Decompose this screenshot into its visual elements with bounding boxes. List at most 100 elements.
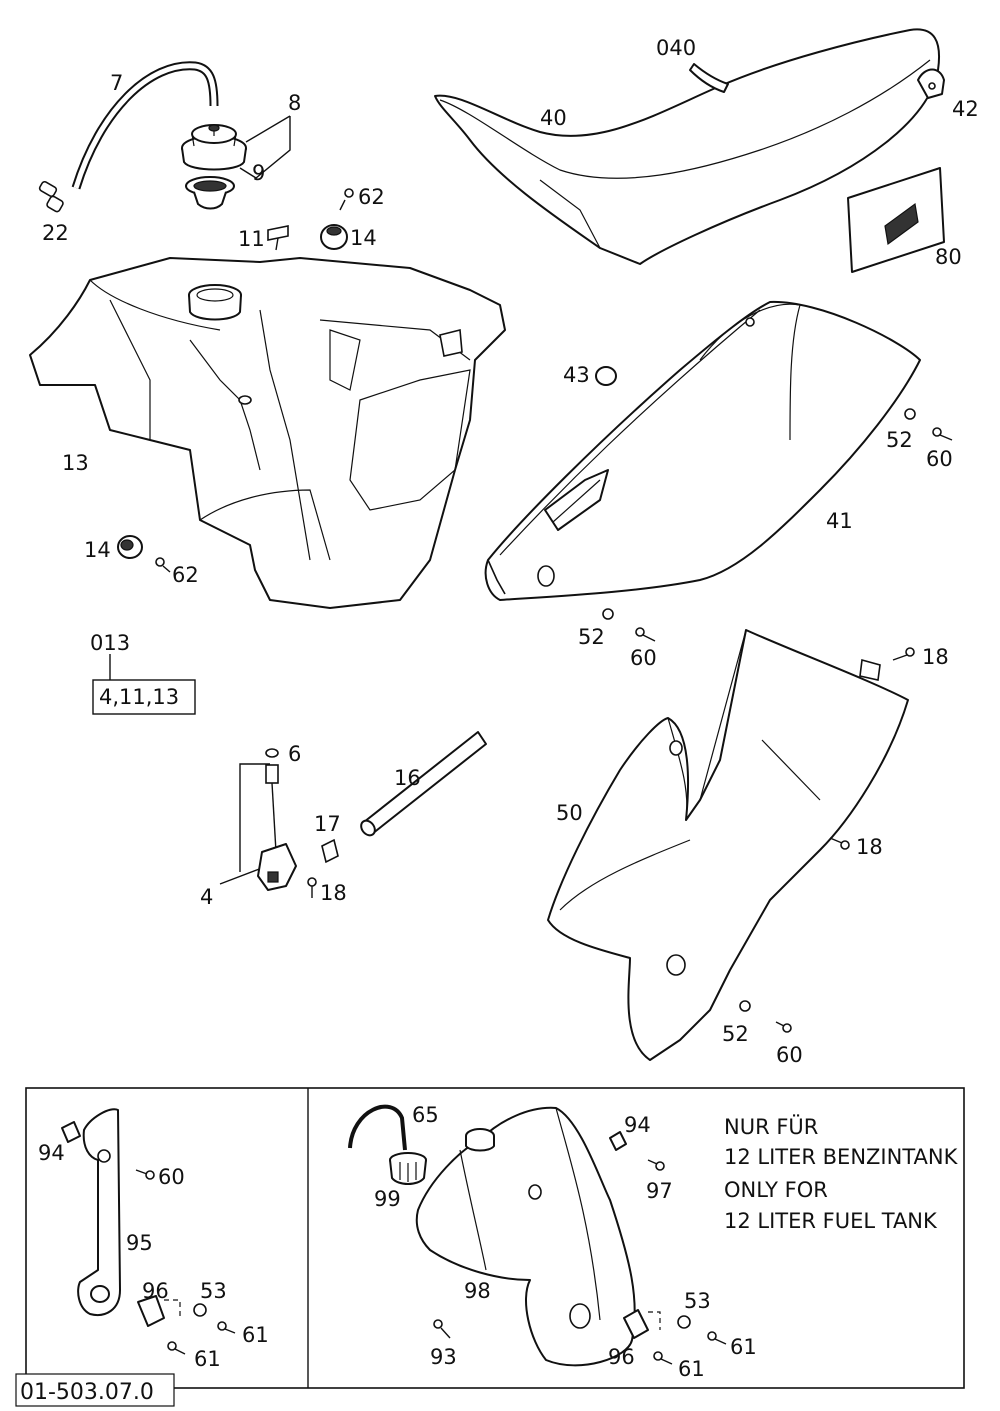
note-line-2: 12 LITER BENZINTANK <box>724 1145 959 1169</box>
label-61-right-a: 61 <box>730 1335 757 1359</box>
part-4-fuel-tap <box>219 748 297 891</box>
label-013: 013 <box>90 631 130 655</box>
part-18-bolt-mid-right <box>829 837 850 850</box>
part-94-nut-left <box>61 1121 81 1143</box>
label-4: 4 <box>200 885 213 909</box>
part-41-side-cover-upper <box>484 300 921 601</box>
part-52-washer-upper <box>904 408 916 420</box>
label-53-left: 53 <box>200 1279 227 1303</box>
label-11: 11 <box>238 227 265 251</box>
label-14-lower: 14 <box>84 538 111 562</box>
label-42: 42 <box>952 97 979 121</box>
part-60-bolt-mid <box>635 627 656 642</box>
label-41: 41 <box>826 509 853 533</box>
part-13-fuel-tank <box>29 257 506 609</box>
part-61-bolt-left-b <box>167 1341 186 1355</box>
label-65: 65 <box>412 1103 439 1127</box>
label-8: 8 <box>288 91 301 115</box>
label-9: 9 <box>252 161 265 185</box>
part-60-bolt-left <box>135 1169 155 1180</box>
part-99-cap <box>389 1152 427 1185</box>
label-14-top: 14 <box>350 226 377 250</box>
label-18-mid-right: 18 <box>856 835 883 859</box>
part-40-seat <box>434 28 945 265</box>
label-52-mid: 52 <box>578 625 605 649</box>
label-97: 97 <box>646 1179 673 1203</box>
label-93: 93 <box>430 1345 457 1369</box>
label-50: 50 <box>556 801 583 825</box>
part-11-bolt <box>267 225 289 251</box>
drawing-code-box <box>15 1373 175 1407</box>
label-62-top: 62 <box>358 185 385 209</box>
part-53-washer-left <box>193 1303 207 1317</box>
part-95-bracket <box>77 1108 121 1316</box>
note-line-3: ONLY FOR <box>724 1178 828 1202</box>
label-kit-contents: 4,11,13 <box>99 685 179 709</box>
part-60-bolt-lower <box>775 1021 792 1033</box>
label-99: 99 <box>374 1187 401 1211</box>
label-040: 040 <box>656 36 696 60</box>
part-96-clip-right <box>623 1309 661 1339</box>
label-95: 95 <box>126 1231 153 1255</box>
label-18-tap: 18 <box>320 881 347 905</box>
part-96-clip-left <box>137 1295 181 1327</box>
part-17-clip <box>321 838 339 864</box>
detail-frame <box>25 1087 965 1389</box>
label-96-left: 96 <box>142 1279 169 1303</box>
part-14-bush-lower <box>117 535 143 559</box>
label-60-upper: 60 <box>926 447 953 471</box>
callout-labels: 7 8 9 22 62 11 14 040 40 42 80 13 14 62 … <box>38 36 979 1381</box>
kit-013-box <box>92 654 196 715</box>
note-line-1: NUR FÜR <box>724 1114 818 1139</box>
label-61-left-a: 61 <box>242 1323 269 1347</box>
leader-8-9 <box>239 115 291 179</box>
part-60-bolt-upper <box>932 427 953 441</box>
part-18-bolt-upper-right <box>892 647 915 661</box>
label-43: 43 <box>563 363 590 387</box>
part-18-bolt-tap <box>307 877 317 898</box>
label-60-mid: 60 <box>630 646 657 670</box>
part-9-cap-seal <box>185 176 235 210</box>
part-52-washer-lower <box>739 1000 751 1012</box>
label-61-right-b: 61 <box>678 1357 705 1381</box>
part-98-auxiliary-tank <box>415 1106 636 1367</box>
part-7-breather-hose <box>71 61 219 190</box>
part-62-bolt-top <box>339 188 354 211</box>
label-18-upper-right: 18 <box>922 645 949 669</box>
part-14-bush-top <box>320 224 348 250</box>
part-97-bolt <box>647 1159 665 1171</box>
part-16-hose <box>360 731 487 837</box>
part-61-bolt-left-a <box>217 1321 236 1334</box>
part-61-bolt-right-b <box>653 1351 673 1365</box>
label-62-lower: 62 <box>172 563 199 587</box>
label-40: 40 <box>540 106 567 130</box>
label-61-left-b: 61 <box>194 1347 221 1371</box>
applicability-note: NUR FÜR 12 LITER BENZINTANK ONLY FOR 12 … <box>724 1114 959 1233</box>
part-61-bolt-right-a <box>707 1331 727 1345</box>
label-52-upper: 52 <box>886 428 913 452</box>
label-52-lower: 52 <box>722 1022 749 1046</box>
label-53-right: 53 <box>684 1289 711 1313</box>
label-16: 16 <box>394 766 421 790</box>
label-98: 98 <box>464 1279 491 1303</box>
label-6: 6 <box>288 742 301 766</box>
label-7: 7 <box>110 71 123 95</box>
part-8-fuel-cap <box>181 124 247 171</box>
label-60-lower: 60 <box>776 1043 803 1067</box>
part-80-ktm-decal <box>847 167 945 273</box>
label-94-right: 94 <box>624 1113 651 1137</box>
label-13: 13 <box>62 451 89 475</box>
label-60-left: 60 <box>158 1165 185 1189</box>
label-22: 22 <box>42 221 69 245</box>
drawing-code: 01-503.07.0 <box>20 1380 154 1405</box>
part-22-fitting <box>38 180 64 213</box>
part-65-hose <box>348 1104 407 1151</box>
label-96-right: 96 <box>608 1345 635 1369</box>
part-43-plug <box>595 366 617 386</box>
part-93-bolt <box>433 1319 451 1339</box>
note-line-4: 12 LITER FUEL TANK <box>724 1209 938 1233</box>
part-53-washer-right <box>677 1315 691 1329</box>
part-94-nut-right <box>609 1131 627 1151</box>
part-62-bolt-lower <box>155 557 171 573</box>
part-50-side-cover-lower <box>547 629 909 1061</box>
